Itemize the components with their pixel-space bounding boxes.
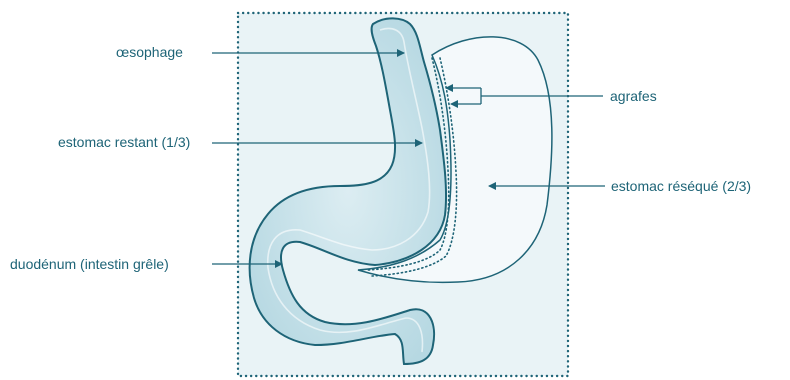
label-estomac-reseque: estomac réséqué (2/3) — [611, 178, 751, 194]
label-duodenum: duodénum (intestin grêle) — [10, 256, 169, 272]
label-estomac-restant: estomac restant (1/3) — [58, 134, 190, 150]
label-agrafes: agrafes — [610, 88, 657, 104]
label-oesophage: œsophage — [116, 44, 183, 60]
